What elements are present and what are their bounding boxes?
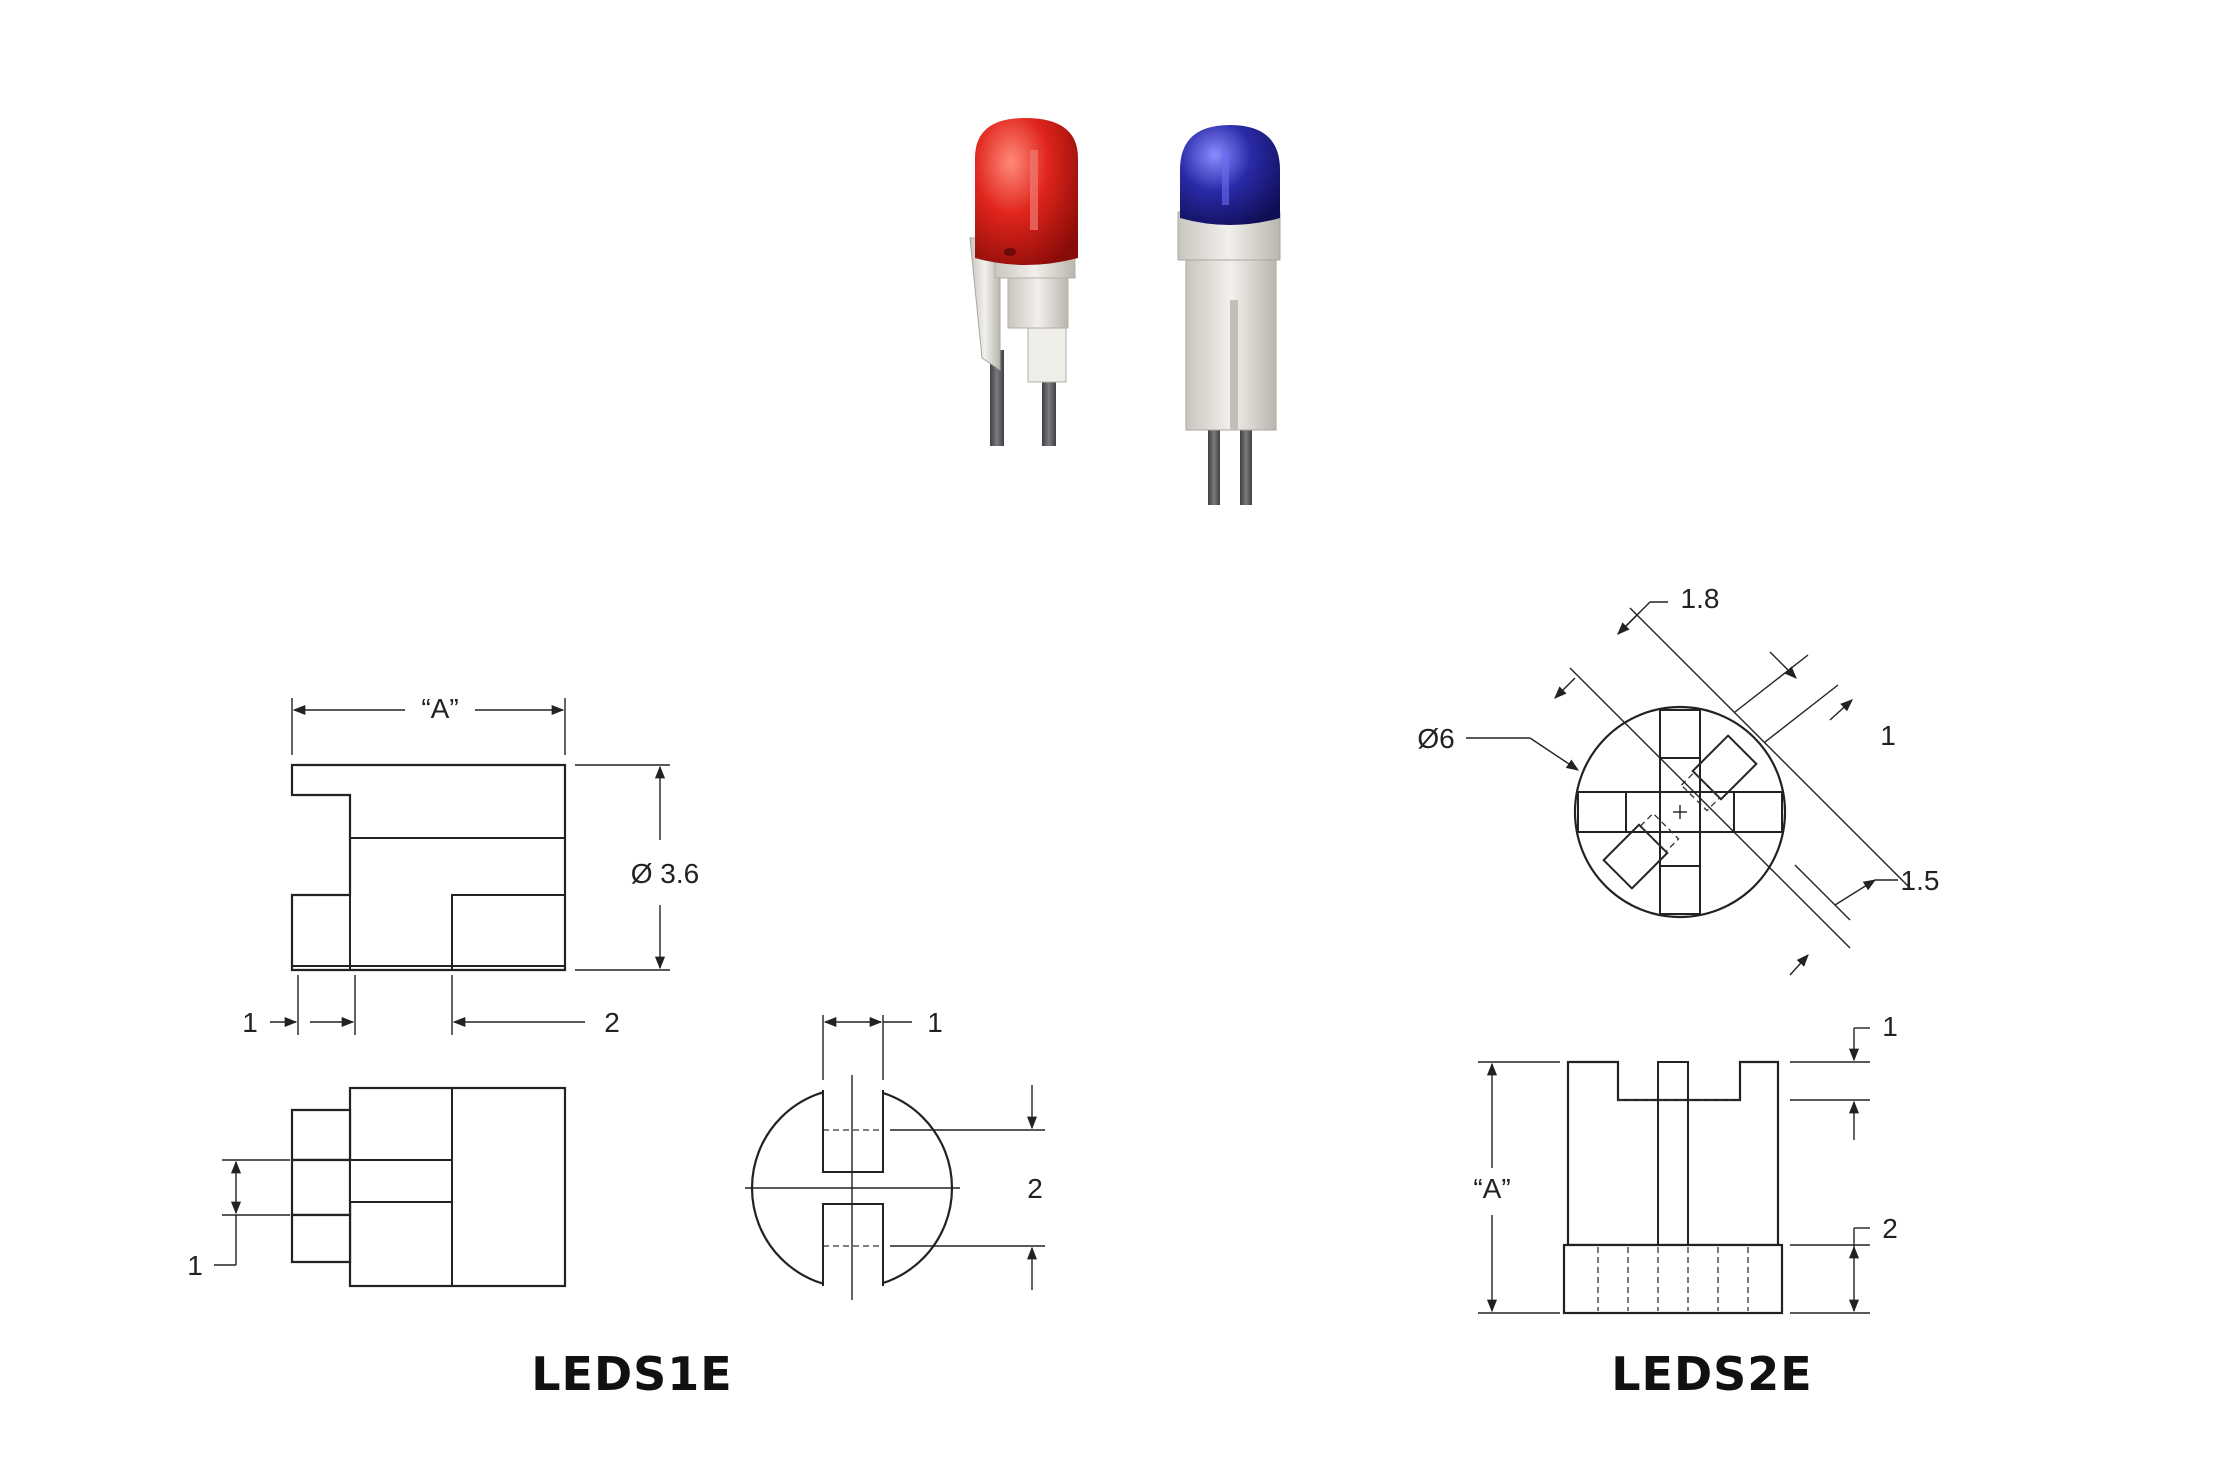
product-photo xyxy=(969,118,1281,505)
leds2e-dim-a-label: “A” xyxy=(1473,1173,1510,1204)
leds1e-side-view: 1 xyxy=(187,1086,567,1288)
leds1e-drawing: “A” Ø 3.6 1 2 xyxy=(187,693,1045,1401)
leds1e-dim-gap-label: 1 xyxy=(187,1250,203,1281)
leds2e-dim-slot-label: 1.5 xyxy=(1901,865,1940,896)
leds1e-dim-a-label: “A” xyxy=(421,693,458,724)
leds1e-dim-diameter-label: Ø 3.6 xyxy=(631,858,699,889)
leds1e-caption: LEDS1E xyxy=(531,1347,732,1401)
leds2e-dim-base-label: 2 xyxy=(1882,1213,1898,1244)
leds1e-front-view: “A” Ø 3.6 1 2 xyxy=(242,693,699,1038)
leds2e-dim-diagonal-label: 1.8 xyxy=(1681,583,1720,614)
leds1e-dim-slot-label: 1 xyxy=(242,1007,258,1038)
leds2e-top-view: Ø6 1.8 1 1.5 xyxy=(1417,583,1940,976)
leds2e-dim-leg-label: 1 xyxy=(1880,720,1896,751)
leds1e-dim-width-label: 1 xyxy=(927,1007,943,1038)
leds2e-dim-top-label: 1 xyxy=(1882,1011,1898,1042)
leds2e-drawing: Ø6 1.8 1 1.5 xyxy=(1417,583,1939,1401)
leds1e-end-view: 1 2 xyxy=(745,1007,1045,1300)
leds1e-dim-step-label: 2 xyxy=(604,1007,620,1038)
leds2e-side-view: “A” 1 2 xyxy=(1473,1011,1898,1315)
blue-led-image xyxy=(1177,125,1281,505)
leds1e-dim-depth-label: 2 xyxy=(1027,1173,1043,1204)
red-led-image xyxy=(969,118,1078,446)
leds2e-caption: LEDS2E xyxy=(1611,1347,1812,1401)
leds2e-dim-diameter-label: Ø6 xyxy=(1417,723,1454,754)
